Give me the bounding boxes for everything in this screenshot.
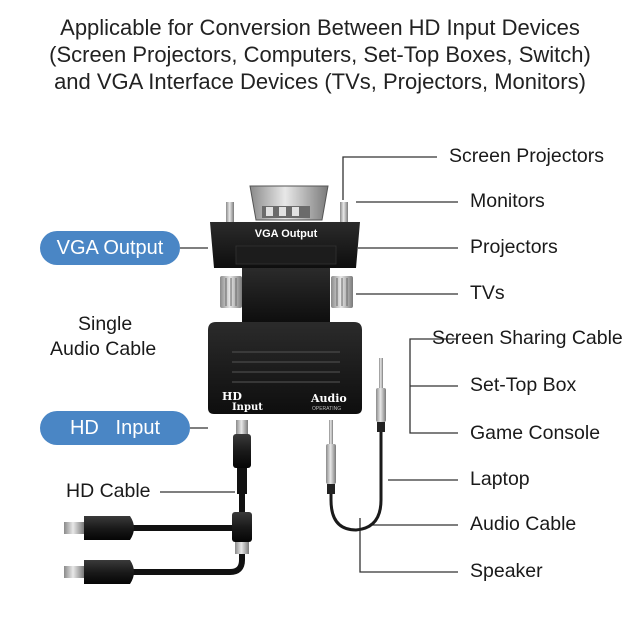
device-projectors: Projectors	[470, 236, 558, 258]
hd-port-label-2: Input	[232, 402, 263, 413]
title-line-1: Applicable for Conversion Between HD Inp…	[60, 15, 580, 40]
leader-speaker	[359, 518, 458, 573]
device-game-console: Game Console	[470, 422, 601, 444]
vga-output-label: VGA Output	[56, 236, 164, 259]
leader-screen-projectors	[342, 156, 437, 200]
device-screen-projectors: Screen Projectors	[449, 145, 604, 167]
device-monitors: Monitors	[470, 190, 545, 212]
device-tvs: TVs	[470, 282, 505, 304]
single-audio-line-1: Single	[78, 313, 133, 335]
leader-lines	[160, 156, 458, 573]
device-laptop: Laptop	[470, 468, 530, 490]
title-line-3: and VGA Interface Devices (TVs, Projecto…	[54, 69, 586, 94]
hd-input-label: HD Input	[69, 416, 161, 439]
device-screen-sharing-cable: Screen Sharing Cable	[432, 327, 623, 349]
single-audio-line-2: Audio Cable	[50, 338, 157, 360]
thumbscrews	[220, 276, 353, 308]
hd-cable-label: HD Cable	[66, 480, 151, 502]
device-speaker: Speaker	[470, 560, 543, 582]
audio-port-sublabel: OPERATING	[312, 406, 341, 412]
hd-input-pill: HD Input	[40, 411, 190, 445]
vga-output-pill: VGA Output	[40, 231, 180, 265]
vga-connector	[226, 185, 348, 222]
adapter-neck	[242, 268, 330, 322]
title-line-2: (Screen Projectors, Computers, Set-Top B…	[49, 42, 591, 67]
vga-port-label: VGA Output	[255, 228, 318, 240]
hd-port-label-1: HD	[222, 390, 242, 403]
adapter-body	[208, 322, 362, 414]
page-title: Applicable for Conversion Between HD Inp…	[0, 14, 640, 95]
device-set-top-box: Set-Top Box	[470, 374, 577, 396]
hd-cable	[64, 420, 252, 584]
device-audio-cable: Audio Cable	[470, 513, 577, 535]
audio-port-label: Audio	[310, 392, 347, 405]
audio-cable	[326, 358, 386, 532]
